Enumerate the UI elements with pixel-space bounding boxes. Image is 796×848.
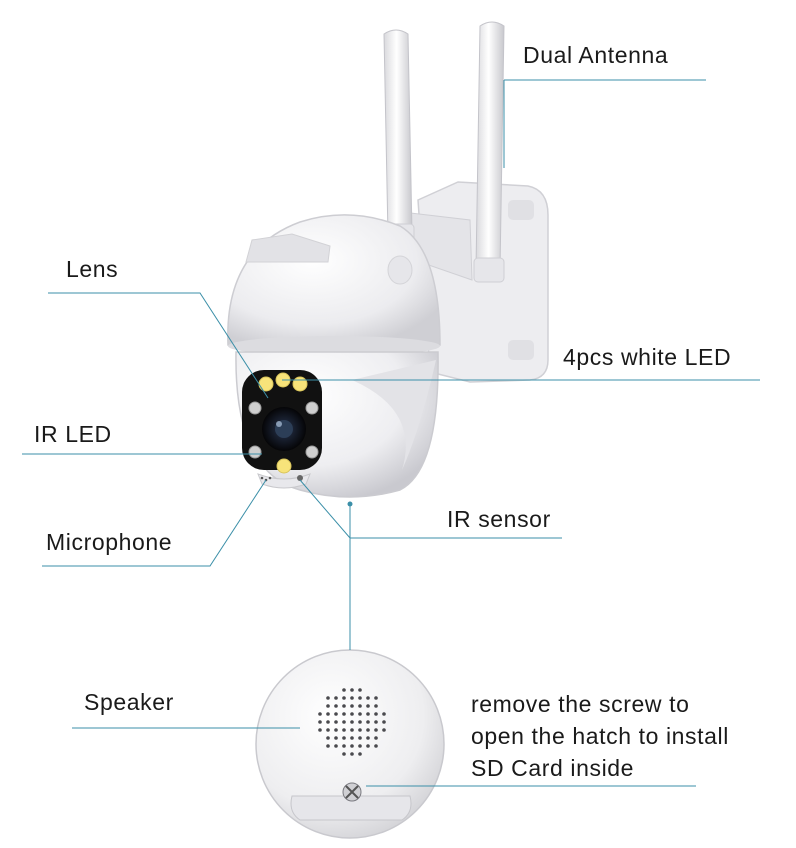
speaker-grille-hole: [350, 720, 354, 724]
speaker-grille-hole: [334, 728, 338, 732]
speaker-grille-hole: [366, 728, 370, 732]
white-led-1: [258, 376, 274, 392]
speaker-grille-hole: [366, 720, 370, 724]
speaker-grille-hole: [374, 744, 378, 748]
speaker-grille-hole: [358, 744, 362, 748]
speaker-grille-hole: [350, 704, 354, 708]
label-ir-sensor: IR sensor: [447, 506, 551, 532]
speaker-grille-hole: [326, 744, 330, 748]
speaker-grille-hole: [342, 704, 346, 708]
leader-lines: [22, 79, 760, 787]
screw-icon: [342, 782, 362, 802]
speaker-grille-hole: [326, 728, 330, 732]
ir-sensor: [297, 475, 303, 481]
label-microphone: Microphone: [46, 529, 173, 555]
speaker-grille-hole: [342, 736, 346, 740]
speaker-grille-hole: [318, 712, 322, 716]
speaker-grille-hole: [350, 736, 354, 740]
speaker-grille-hole: [326, 736, 330, 740]
speaker-grille-hole: [342, 728, 346, 732]
label-dual-antenna: Dual Antenna: [523, 42, 669, 68]
speaker-grille-hole: [374, 736, 378, 740]
speaker-grille-hole: [342, 752, 346, 756]
speaker-grille-hole: [374, 728, 378, 732]
ir-led-4: [305, 445, 319, 459]
microphone-holes: [260, 476, 264, 480]
speaker-grille-hole: [374, 712, 378, 716]
speaker-grille-hole: [358, 704, 362, 708]
sd-card-line-1: remove the screw to: [471, 691, 690, 717]
speaker-grille-hole: [334, 736, 338, 740]
speaker-grille-hole: [334, 696, 338, 700]
speaker-grille-hole: [342, 696, 346, 700]
label-speaker: Speaker: [84, 689, 174, 715]
sd-card-line-3: SD Card inside: [471, 755, 635, 781]
speaker-grille-hole: [382, 728, 386, 732]
lens-panel: [242, 370, 322, 489]
speaker-grille-hole: [374, 704, 378, 708]
speaker-grille-hole: [334, 720, 338, 724]
speaker-grille-hole: [342, 712, 346, 716]
speaker-grille-hole: [358, 736, 362, 740]
speaker-grille-hole: [326, 712, 330, 716]
speaker-grille-hole: [342, 744, 346, 748]
white-led-3: [292, 376, 308, 392]
white-led-4: [276, 458, 292, 474]
speaker-grille-hole: [334, 712, 338, 716]
speaker-grille-hole: [358, 696, 362, 700]
speaker-grille-hole: [318, 720, 322, 724]
sd-card-line-2: open the hatch to install: [471, 723, 729, 749]
speaker-grille-hole: [366, 696, 370, 700]
speaker-grille-hole: [326, 696, 330, 700]
label-ir-led: IR LED: [34, 421, 112, 447]
speaker-grille-hole: [366, 712, 370, 716]
speaker-grille-hole: [326, 704, 330, 708]
speaker-grille-hole: [334, 704, 338, 708]
speaker-grille-hole: [350, 688, 354, 692]
camera-dome: [227, 214, 441, 356]
speaker-grille-hole: [358, 728, 362, 732]
speaker-grille-hole: [374, 696, 378, 700]
speaker-detail: [255, 649, 445, 839]
speaker-grille-hole: [358, 720, 362, 724]
leader-lens: [48, 292, 269, 399]
speaker-grille-hole: [318, 728, 322, 732]
ir-led-1: [248, 401, 262, 415]
leader-microphone: [42, 479, 267, 567]
speaker-grille-hole: [350, 744, 354, 748]
speaker-grille-hole: [334, 744, 338, 748]
speaker-grille-hole: [382, 720, 386, 724]
ir-led-2: [305, 401, 319, 415]
speaker-grille-hole: [342, 720, 346, 724]
speaker-grille-hole: [366, 744, 370, 748]
speaker-grille-hole: [350, 696, 354, 700]
speaker-grille-icon: [318, 688, 386, 756]
label-white-led: 4pcs white LED: [563, 344, 732, 370]
label-sd-card: remove the screw to open the hatch to in…: [471, 688, 791, 784]
ir-led-3: [248, 445, 262, 459]
speaker-grille-hole: [366, 736, 370, 740]
speaker-grille-hole: [350, 728, 354, 732]
speaker-grille-hole: [350, 712, 354, 716]
speaker-grille-hole: [366, 704, 370, 708]
speaker-grille-hole: [374, 720, 378, 724]
speaker-grille-hole: [358, 688, 362, 692]
speaker-grille-hole: [358, 712, 362, 716]
speaker-grille-hole: [358, 752, 362, 756]
speaker-grille-hole: [350, 752, 354, 756]
speaker-grille-hole: [382, 712, 386, 716]
speaker-grille-hole: [326, 720, 330, 724]
label-lens: Lens: [66, 256, 119, 282]
speaker-grille-hole: [342, 688, 346, 692]
